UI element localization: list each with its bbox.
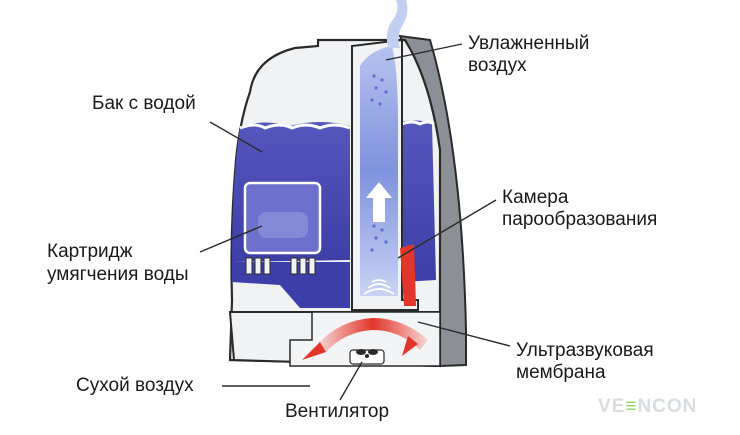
label-membrane-2: мембрана: [516, 362, 606, 383]
air-flow: [318, 318, 428, 352]
label-cartridge-1: Картридж: [47, 241, 133, 262]
cartridge-filters: [245, 257, 316, 275]
label-membrane-1: Ультразвуковая: [516, 340, 654, 361]
water-surface: [239, 123, 351, 130]
label-humid-air-2: воздух: [468, 55, 527, 76]
fan-icon: [349, 349, 385, 365]
water-surface-right: [401, 120, 435, 126]
label-tank: Бак с водой: [92, 93, 196, 114]
label-chamber-1: Камера: [502, 187, 569, 208]
up-arrow: [366, 182, 392, 222]
dry-air-arrow-left: [302, 342, 326, 360]
pointer-lines: [199, 43, 511, 401]
warm-channel: [400, 244, 416, 306]
mist-dots: [370, 74, 388, 252]
steam-plume: [386, 0, 408, 48]
membrane-waves: [363, 279, 395, 295]
steam-column: [360, 46, 398, 296]
dry-air-arrow-right: [402, 336, 418, 356]
label-chamber-2: парообразования: [502, 209, 658, 230]
label-humid-air-1: Увлажненный: [468, 33, 590, 54]
label-fan: Вентилятор: [285, 401, 390, 422]
vencon-logo: VE≡NCON: [598, 396, 698, 417]
label-dry-air: Сухой воздух: [76, 375, 194, 396]
label-cartridge-2: умягчения воды: [47, 264, 189, 285]
